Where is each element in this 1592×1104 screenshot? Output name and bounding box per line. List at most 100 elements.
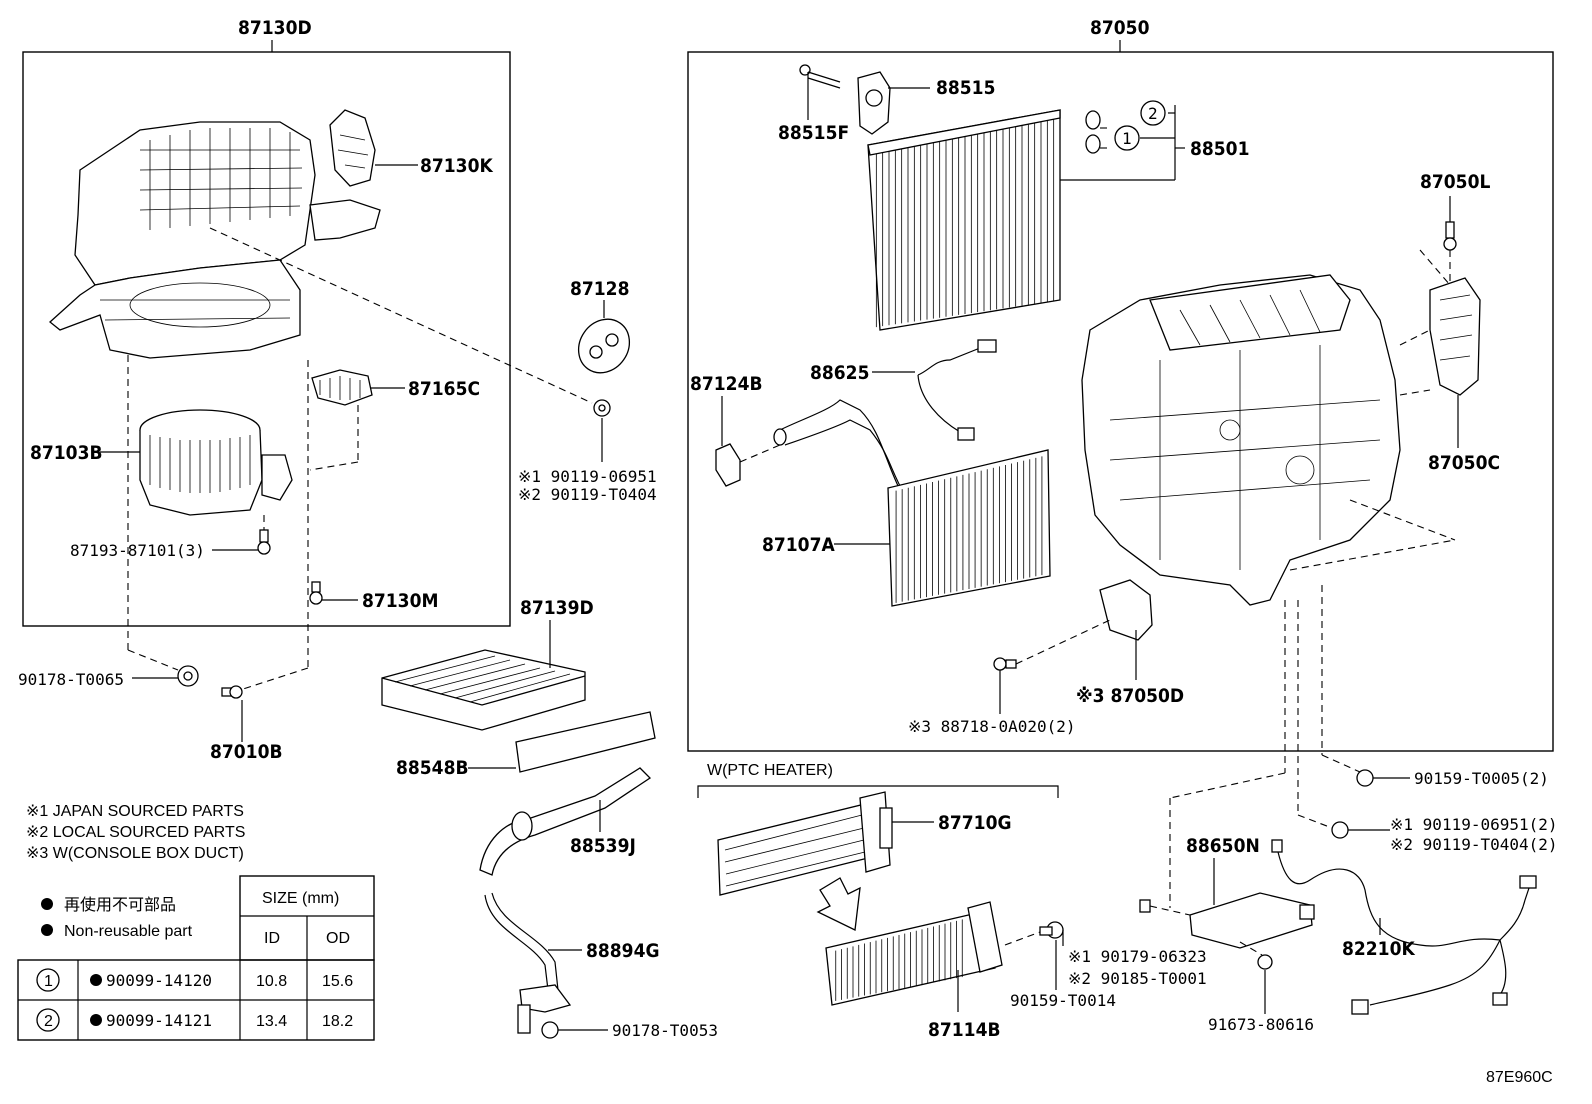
filter-leaders [468, 620, 608, 1031]
col-id: ID [264, 930, 280, 947]
row-od: 15.6 [322, 973, 353, 990]
label-87165C: 87165C [408, 378, 480, 400]
label-87107A: 87107A [762, 534, 835, 556]
group-label-hvac: 87050 [1090, 17, 1150, 39]
row-id: 13.4 [256, 1013, 287, 1030]
screw-87193 [257, 529, 271, 555]
label-90119-T0404: ※2 90119-T0404 [518, 485, 657, 504]
screw-91673 [1257, 954, 1273, 970]
heater-pipes [773, 399, 906, 496]
legend-row: 1 90099-14120 10.8 15.6 [36, 968, 353, 992]
temp-sensor-88625 [917, 339, 997, 441]
legend-en: Non-reusable part [64, 923, 193, 940]
size-header: SIZE (mm) [262, 890, 339, 907]
blower-frame [22, 51, 511, 627]
grommet-90178-T0065 [177, 665, 199, 687]
blower-leaders [100, 164, 605, 742]
label-90119-06951: ※1 90119-06951 [518, 467, 657, 486]
row-id: 10.8 [256, 973, 287, 990]
blower-actuator-87130K [329, 109, 376, 187]
label-87050L: 87050L [1420, 171, 1490, 193]
arrow-down [816, 877, 861, 931]
screw-87010B [221, 685, 243, 699]
legend-jp: 再使用不可部品 [64, 896, 176, 914]
blower-resistor-87165C [311, 369, 373, 406]
o-rings-88501: 2 1 [1085, 100, 1166, 154]
note-local: ※2 LOCAL SOURCED PARTS [26, 824, 245, 841]
hvac-group: 87050 [687, 17, 1554, 752]
bolt-88515F [799, 64, 841, 89]
screw-87130M [309, 581, 323, 605]
label-90119-T0404-2: ※2 90119-T0404(2) [1390, 835, 1558, 854]
label-88515F: 88515F [778, 122, 849, 144]
evaporator-88501 [867, 109, 1061, 331]
label-88650N: 88650N [1186, 835, 1260, 857]
label-90179-06323: ※1 90179-06323 [1068, 947, 1207, 966]
screw-88718 [993, 657, 1017, 671]
drain-hose-88539J [479, 767, 652, 876]
expansion-valve-88515 [857, 71, 891, 135]
screws-90159-90119 [1331, 769, 1374, 839]
note-japan: ※1 JAPAN SOURCED PARTS [26, 803, 244, 820]
row-mark: 2 [44, 1013, 53, 1030]
clip-90178-T0053 [541, 1021, 559, 1039]
label-88501: 88501 [1190, 138, 1249, 160]
col-od: OD [326, 930, 350, 947]
screw-90119 [593, 399, 611, 417]
row-od: 18.2 [322, 1013, 353, 1030]
cabin-filter-87139D [381, 649, 586, 731]
label-90119-06951-2: ※1 90119-06951(2) [1390, 815, 1558, 834]
blower-group: 87130D [22, 17, 511, 627]
ring-callout-2: 2 [1148, 104, 1158, 123]
bullet-icon [41, 924, 53, 936]
label-87130M: 87130M [362, 590, 438, 612]
seal-88548B [515, 711, 656, 773]
hvac-case [1081, 274, 1401, 606]
hvac-leaders [721, 72, 1459, 908]
actuator-87050C [1429, 277, 1481, 396]
legend-table: 再使用不可部品 Non-reusable part SIZE (mm) ID O… [17, 875, 375, 1041]
label-87124B: 87124B [690, 373, 763, 395]
label-91673-80616: 91673-80616 [1208, 1015, 1314, 1034]
label-87128: 87128 [570, 278, 629, 300]
label-90159-T0005: 90159-T0005(2) [1414, 769, 1549, 788]
legend-row: 2 90099-14121 13.4 18.2 [36, 1008, 353, 1032]
reference-code: 87E960C [1486, 1069, 1553, 1086]
label-87103B: 87103B [30, 442, 103, 464]
blower-case [48, 121, 381, 359]
label-87010B: 87010B [210, 741, 283, 763]
ring-callout-1: 1 [1122, 129, 1132, 148]
clip-90179 [1139, 899, 1151, 913]
ptc-group: W(PTC HEATER) [697, 762, 1059, 798]
heater-core-87107A [887, 449, 1051, 607]
label-87050D: ※3 87050D [1076, 685, 1184, 707]
grommet-87128 [577, 318, 631, 374]
label-90178-T0065: 90178-T0065 [18, 670, 124, 689]
row-part: 90099-14121 [106, 1011, 212, 1030]
ecu-88650N [1189, 892, 1315, 949]
actuator-87050D [1099, 579, 1153, 641]
ptc-heater-87710G [717, 791, 893, 896]
clamp-87124B [715, 443, 741, 487]
group-label-blower: 87130D [238, 17, 312, 39]
label-87710G: 87710G [938, 812, 1012, 834]
label-90159-T0014: 90159-T0014 [1010, 991, 1116, 1010]
row-part: 90099-14120 [106, 971, 212, 990]
label-87130K: 87130K [420, 155, 493, 177]
label-87050C: 87050C [1428, 452, 1500, 474]
label-88894G: 88894G [586, 940, 660, 962]
wire-harness-82210K [1271, 839, 1537, 1015]
label-88625: 88625 [810, 362, 869, 384]
label-90185-T0001: ※2 90185-T0001 [1068, 969, 1207, 988]
ptc-leaders [892, 821, 1381, 1014]
label-87114B: 87114B [928, 1019, 1001, 1041]
hvac-frame [687, 51, 1554, 752]
label-90178-T0053: 90178-T0053 [612, 1021, 718, 1040]
note-console: ※3 W(CONSOLE BOX DUCT) [26, 845, 244, 862]
ptc-heater-87114B [825, 901, 1003, 1006]
row-mark: 1 [44, 973, 53, 990]
label-87139D: 87139D [520, 597, 594, 619]
label-88515: 88515 [936, 77, 995, 99]
